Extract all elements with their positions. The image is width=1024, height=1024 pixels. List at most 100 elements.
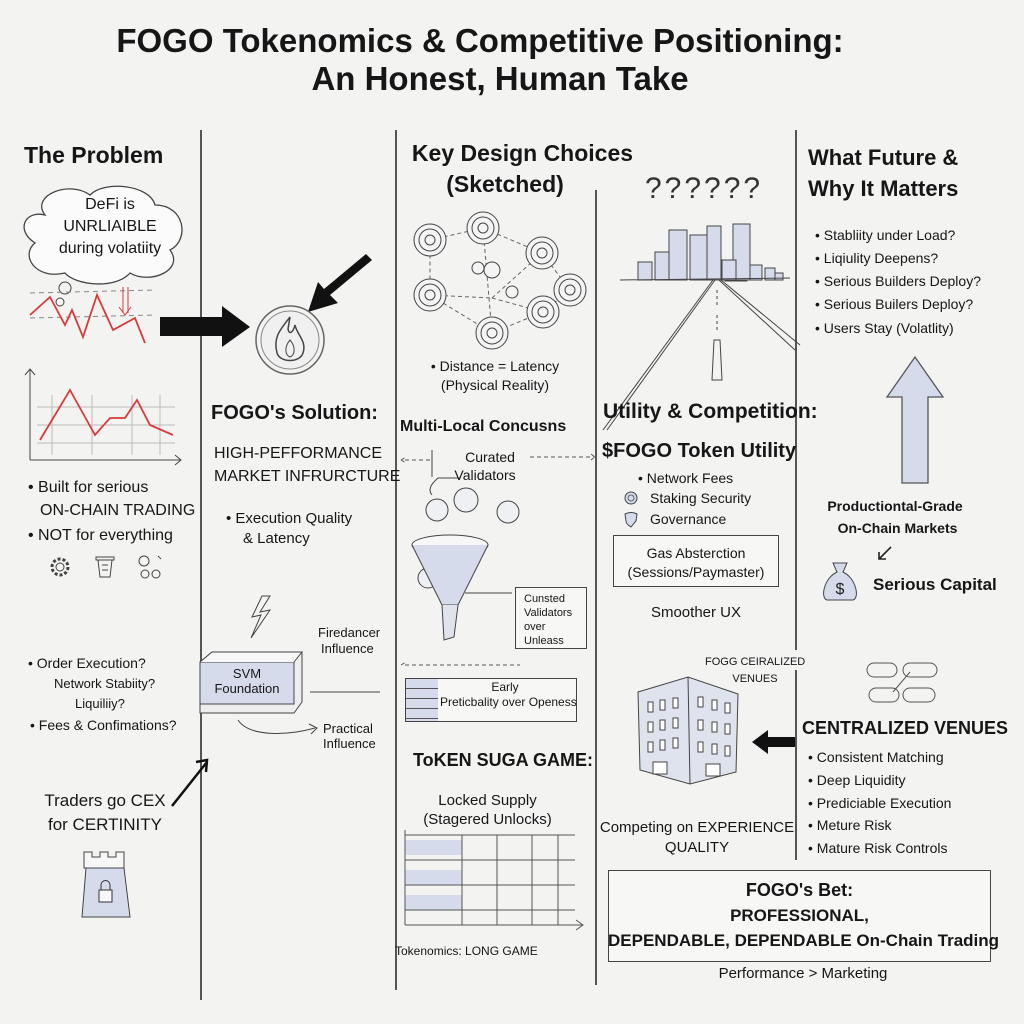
- centralized-item: • Mature Risk Controls: [808, 840, 948, 856]
- question-item: Network Stabiity?: [54, 676, 156, 691]
- chain-link-icon: [866, 662, 938, 703]
- firedancer-label: Firedancer: [318, 625, 381, 640]
- token-utility-heading: $FOGO Token Utility: [602, 440, 797, 462]
- cex-text: for CERTINITY: [48, 815, 162, 834]
- bet-box: [608, 870, 991, 962]
- gas-text: (Sessions/Paymaster): [627, 564, 765, 580]
- small-arrow-icon: [878, 546, 892, 560]
- down-left-arrow-icon: [308, 254, 372, 312]
- people-icon: [138, 555, 162, 579]
- future-bullet: • Stabliity under Load?: [815, 227, 956, 243]
- curated-validators: Curated: [465, 449, 515, 465]
- curved-arrow-icon: [237, 691, 380, 735]
- city-road-icon: [602, 223, 801, 431]
- grade-text: Productiontal-Grade: [827, 498, 963, 514]
- money-bag-icon: $: [823, 562, 857, 601]
- problem-bullet: • NOT for everything: [28, 527, 173, 544]
- bet-line: PROFESSIONAL,: [730, 906, 869, 925]
- building-icon: [637, 676, 739, 785]
- future-heading: Why It Matters: [808, 176, 959, 201]
- question-item: • Order Execution?: [28, 655, 146, 671]
- trash-icon: [95, 556, 115, 578]
- solution-subtitle: MARKET INFRURCTURE: [214, 468, 401, 485]
- bet-footer: Performance > Marketing: [718, 965, 888, 982]
- svm-label: Foundation: [214, 681, 280, 696]
- title-line-1: FOGO Tokenomics & Competitive Positionin…: [116, 22, 844, 59]
- unlock-schedule-chart: [404, 830, 584, 931]
- utility-heading: Utility & Competition:: [603, 400, 818, 423]
- svg-text:$: $: [836, 581, 845, 598]
- smoother-ux: Smoother UX: [650, 604, 742, 621]
- right-arrow-icon: [160, 306, 250, 347]
- question-marks: ??????: [645, 172, 764, 205]
- competing-text: Competing on EXPERIENCE: [599, 819, 795, 836]
- bet-line: DEPENDABLE, DEPENDABLE On-Chain Trading: [608, 931, 1000, 950]
- utility-item: • Network Fees: [638, 470, 734, 486]
- svm-label: SVM: [232, 666, 262, 681]
- firedancer-label: Influence: [321, 641, 374, 656]
- locked-supply: (Stagered Unlocks): [423, 811, 552, 828]
- utility-item: Governance: [650, 511, 727, 527]
- funnel-diagram-icon: [400, 450, 596, 666]
- gas-text: Gas Absterction: [646, 545, 746, 561]
- curated-note: over: [524, 621, 546, 633]
- question-item: Liquiliiy?: [75, 696, 125, 711]
- distance-text: (Physical Reality): [440, 377, 550, 393]
- centralized-heading: CENTRALIZED VENUES: [802, 718, 1009, 738]
- divider: [200, 130, 202, 1000]
- bubble-line: DeFi is: [85, 196, 135, 213]
- utility-item: Staking Security: [650, 490, 752, 506]
- castle-lock-icon: [81, 851, 131, 918]
- bet-line: FOGO's Bet:: [745, 880, 854, 900]
- practical-label: Influence: [323, 736, 376, 751]
- bubble-line: during volatiity: [58, 240, 162, 257]
- curated-note-box: [515, 587, 587, 649]
- venues-label: VENUES: [732, 673, 778, 685]
- token-game-heading: ToKEN SUGA GAME:: [413, 750, 593, 770]
- centralized-item: • Consistent Matching: [808, 749, 944, 765]
- consensus-heading: Multi-Local Concusns: [400, 418, 567, 435]
- future-bullet: • Liqiulity Deepens?: [815, 250, 939, 266]
- solution-bullet: & Latency: [243, 530, 310, 547]
- up-arrow-icon: [885, 355, 945, 484]
- divider: [795, 130, 797, 650]
- lightning-icon: [250, 595, 272, 639]
- solution-heading: FOGO's Solution:: [211, 402, 378, 424]
- divider: [595, 190, 597, 985]
- curated-note: Unleass: [524, 635, 564, 647]
- gear-icon: [50, 557, 70, 577]
- future-bullet: • Users Stay (Volatlity): [815, 320, 954, 336]
- serious-capital: Serious Capital: [873, 575, 997, 594]
- volatile-chart-icon: [24, 287, 182, 466]
- competing-text: QUALITY: [664, 839, 730, 856]
- early-text: Preticbality over Openess: [440, 695, 577, 709]
- curated-validators: Validators: [454, 467, 516, 483]
- curated-note: Cunsted: [524, 593, 565, 605]
- problem-heading: The Problem: [24, 142, 164, 168]
- centralized-item: • Meture Risk: [808, 817, 892, 833]
- shield-icon: [624, 512, 638, 528]
- stack-icon: [406, 679, 438, 721]
- future-bullet: • Serious Builders Deploy?: [815, 273, 981, 289]
- future-bullet: • Serious Builers Deploy?: [815, 296, 974, 312]
- title-line-2: An Honest, Human Take: [311, 60, 689, 97]
- problem-bullet: ON-CHAIN TRADING: [40, 502, 196, 519]
- future-heading: What Future &: [808, 145, 959, 170]
- design-heading: Key Design Choices: [411, 140, 634, 166]
- venues-label: FOGG CEIRALIZED: [705, 656, 806, 668]
- cex-text: Traders go CEX: [44, 791, 166, 810]
- design-heading: (Sketched): [446, 171, 564, 197]
- solution-subtitle: HIGH-PEFFORMANCE: [214, 445, 382, 462]
- curated-note: Validators: [524, 607, 573, 619]
- svm-block-icon: [199, 651, 304, 714]
- left-arrow-icon: [752, 730, 795, 754]
- problem-bullet: • Built for serious: [28, 479, 149, 496]
- thought-bubble-icon: [23, 185, 183, 307]
- centralized-item: • Prediciable Execution: [808, 795, 952, 811]
- locked-supply: Locked Supply: [438, 792, 537, 809]
- divider: [395, 130, 397, 990]
- practical-label: Practical: [323, 721, 373, 736]
- early-text: Early: [491, 680, 519, 694]
- grade-text: On-Chain Markets: [837, 520, 958, 536]
